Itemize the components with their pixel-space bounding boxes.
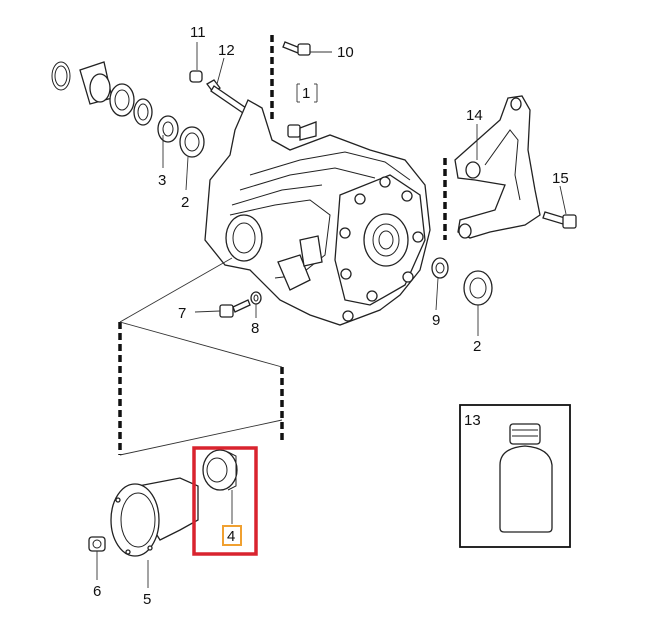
callout-4: 4 (227, 528, 235, 545)
callout-12: 12 (218, 42, 235, 59)
leader-lines (96, 42, 567, 588)
callout-7: 7 (178, 305, 186, 322)
plug-part-11 (189, 70, 203, 83)
callout-8: 8 (251, 320, 259, 337)
callout-6: 6 (93, 583, 101, 600)
nut-part-6 (88, 536, 106, 552)
highlight-box-part-4 (192, 446, 258, 556)
seal-part-4 (202, 449, 238, 491)
bolt-part-15 (542, 211, 577, 229)
oil-bottle-box-part-13 (459, 404, 571, 548)
callout-11: 11 (190, 24, 206, 41)
bearing-stack (51, 61, 153, 126)
callout-10: 10 (337, 44, 354, 61)
callout-2-upper: 2 (181, 194, 189, 211)
callout-14: 14 (466, 107, 483, 124)
seal-part-9 (431, 257, 449, 279)
bolt-part-7 (219, 299, 251, 318)
callout-5: 5 (143, 591, 151, 608)
highlight-label-box-part-4 (222, 525, 242, 546)
seal-part-2-lower (463, 270, 493, 306)
bolt-part-10 (282, 41, 311, 56)
callout-15: 15 (552, 170, 569, 187)
callout-13: 13 (464, 412, 481, 429)
flange-part-5 (110, 477, 199, 557)
callout-2-lower: 2 (473, 338, 481, 355)
bolt-part-12 (206, 79, 247, 114)
callout-1: 1 (302, 85, 310, 102)
mount-bracket-part-14 (454, 95, 541, 239)
connector-lines (118, 35, 447, 456)
callout-3: 3 (158, 172, 166, 189)
washer-part-8 (250, 291, 262, 305)
differential-housing (204, 99, 431, 326)
part-1-indicator (296, 83, 318, 103)
seal-part-3 (157, 115, 179, 143)
callout-9: 9 (432, 312, 440, 329)
seal-part-2-upper (179, 126, 205, 158)
